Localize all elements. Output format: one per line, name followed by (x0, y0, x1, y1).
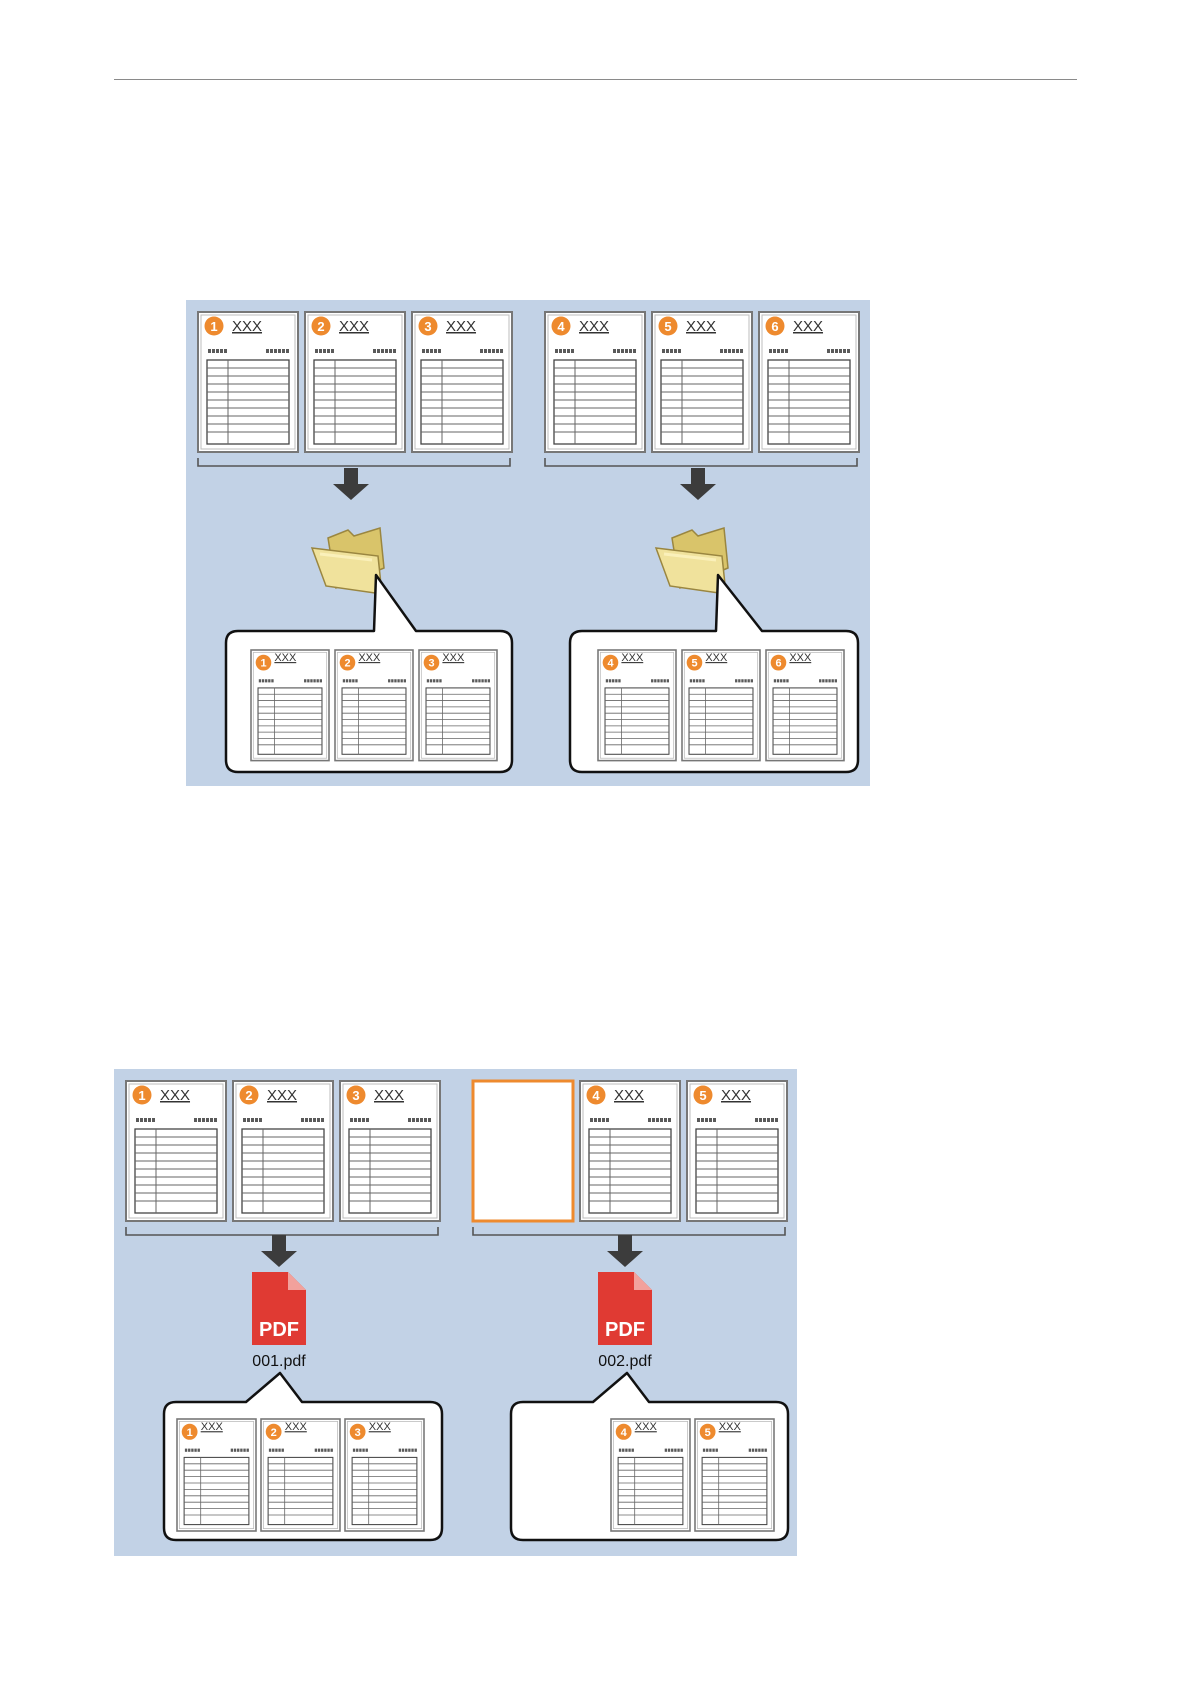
svg-text:5: 5 (691, 658, 697, 670)
svg-text:XXX: XXX (789, 652, 812, 664)
svg-text:4: 4 (621, 1427, 628, 1439)
svg-text:1: 1 (210, 319, 217, 334)
svg-text:XXX: XXX (614, 1087, 644, 1104)
svg-text:3: 3 (424, 319, 431, 334)
bubble-1-pages: 1 XXX 2 XXX 3 XXX (177, 1419, 424, 1531)
svg-text:3: 3 (428, 658, 434, 670)
svg-text:4: 4 (607, 658, 614, 670)
svg-text:1: 1 (187, 1427, 193, 1439)
svg-text:2: 2 (317, 319, 324, 334)
svg-text:2: 2 (271, 1427, 277, 1439)
svg-text:4: 4 (557, 319, 565, 334)
svg-text:XXX: XXX (339, 318, 369, 335)
page-2: 2 XXX (233, 1081, 333, 1221)
folder-sorting-diagram: 1 XXX 2 XXX 3 XXX 4 XXX (186, 300, 870, 786)
svg-text:PDF: PDF (605, 1319, 645, 1341)
svg-text:PDF: PDF (259, 1319, 299, 1341)
svg-text:6: 6 (771, 319, 778, 334)
svg-text:5: 5 (664, 319, 671, 334)
svg-text:XXX: XXX (686, 318, 716, 335)
page-2: 2 XXX (305, 312, 405, 452)
svg-text:XXX: XXX (374, 1087, 404, 1104)
page-5: 5 XXX (652, 312, 752, 452)
page-4: 4 XXX (545, 312, 645, 452)
svg-text:XXX: XXX (621, 652, 644, 664)
svg-text:2: 2 (245, 1088, 252, 1103)
svg-text:XXX: XXX (267, 1087, 297, 1104)
svg-text:XXX: XXX (721, 1087, 751, 1104)
svg-text:XXX: XXX (579, 318, 609, 335)
svg-text:XXX: XXX (635, 1421, 658, 1433)
svg-text:1: 1 (260, 658, 266, 670)
pdf-filename-001: 001.pdf (252, 1353, 306, 1370)
svg-text:XXX: XXX (442, 652, 465, 664)
pdf-filename-002: 002.pdf (598, 1353, 652, 1370)
svg-text:XXX: XXX (358, 652, 381, 664)
header-rule (114, 79, 1077, 80)
page-3: 3 XXX (412, 312, 512, 452)
svg-text:2: 2 (344, 658, 350, 670)
svg-text:3: 3 (352, 1088, 359, 1103)
page-4: 4 XXX (580, 1081, 680, 1221)
group-1-pages: 1 XXX 2 XXX 3 XXX (126, 1081, 440, 1221)
svg-text:4: 4 (592, 1088, 600, 1103)
svg-text:XXX: XXX (201, 1421, 224, 1433)
pdf-icon: PDF (252, 1272, 306, 1345)
svg-text:6: 6 (775, 658, 781, 670)
bubble-1-pages: 1 XXX 2 XXX 3 XXX (251, 650, 497, 761)
group-2-pages: 4 XXX 5 XXX 6 XXX (545, 312, 859, 452)
bubble-2-pages: 4 XXX 5 XXX 6 XXX (598, 650, 844, 761)
svg-text:XXX: XXX (369, 1421, 392, 1433)
svg-text:XXX: XXX (705, 652, 728, 664)
pdf-icon: PDF (598, 1272, 652, 1345)
page-1: 1 XXX (126, 1081, 226, 1221)
svg-text:3: 3 (355, 1427, 361, 1439)
svg-text:XXX: XXX (160, 1087, 190, 1104)
page-3: 3 XXX (340, 1081, 440, 1221)
svg-text:XXX: XXX (285, 1421, 308, 1433)
svg-text:XXX: XXX (232, 318, 262, 335)
pdf-splitting-diagram: 1 XXX 2 XXX 3 XXX PDF 001.pdf (114, 1069, 797, 1556)
svg-text:XXX: XXX (793, 318, 823, 335)
group-1-pages: 1 XXX 2 XXX 3 XXX (198, 312, 512, 452)
group-2-pages: 4 XXX 5 XXX (473, 1081, 787, 1221)
svg-text:XXX: XXX (446, 318, 476, 335)
svg-text:5: 5 (699, 1088, 706, 1103)
svg-text:XXX: XXX (274, 652, 297, 664)
page-6: 6 XXX (759, 312, 859, 452)
page-1: 1 XXX (198, 312, 298, 452)
separator-sheet (473, 1081, 573, 1221)
page-5: 5 XXX (687, 1081, 787, 1221)
svg-text:5: 5 (705, 1427, 711, 1439)
svg-text:1: 1 (138, 1088, 145, 1103)
svg-text:XXX: XXX (719, 1421, 742, 1433)
